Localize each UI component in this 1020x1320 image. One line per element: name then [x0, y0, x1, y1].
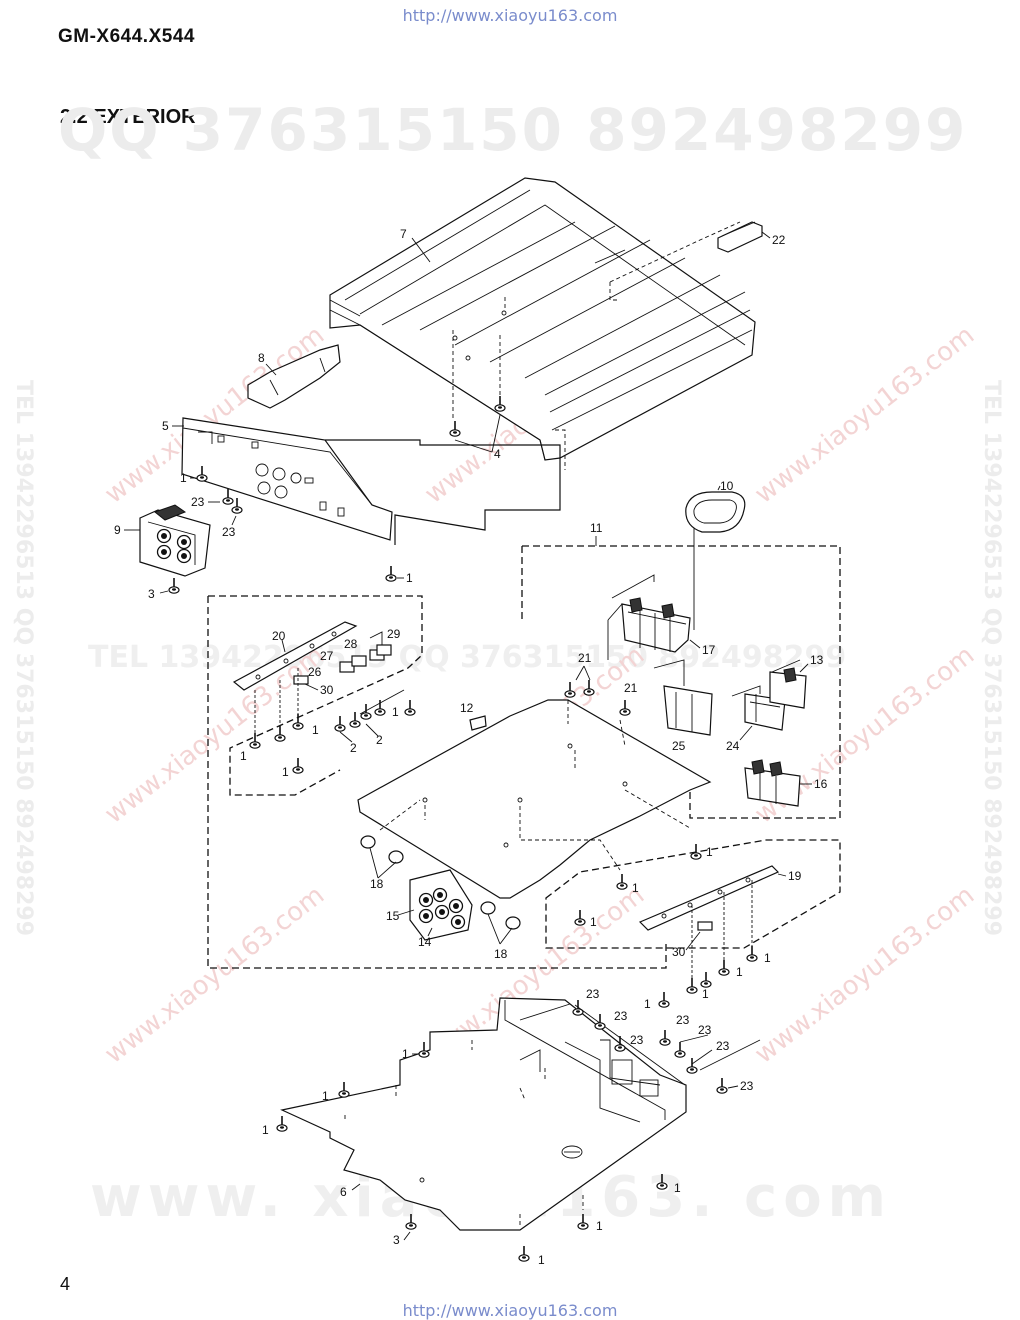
part-20-bracket	[232, 621, 358, 691]
part-22-badge	[717, 221, 763, 253]
callout-17: 17	[702, 643, 716, 657]
callout-1m: 1	[644, 997, 651, 1011]
callout-1n: 1	[402, 1047, 409, 1061]
callout-12: 12	[460, 701, 474, 715]
callout-1k: 1	[736, 965, 743, 979]
callout-18a: 18	[370, 877, 384, 891]
callout-5: 5	[162, 419, 169, 433]
callout-30b: 30	[672, 945, 686, 959]
page-number: 4	[60, 1274, 71, 1294]
callout-18b: 18	[494, 947, 508, 961]
part-10-ring	[685, 491, 746, 533]
callout-4: 4	[494, 447, 501, 461]
callout-30a: 30	[320, 683, 334, 697]
callout-25: 25	[672, 739, 686, 753]
callout-1j: 1	[764, 951, 771, 965]
callout-1d: 1	[312, 723, 319, 737]
callout-14: 14	[418, 935, 432, 949]
callout-27: 27	[320, 649, 334, 663]
callout-1q: 1	[674, 1181, 681, 1195]
callout-3a: 3	[148, 587, 155, 601]
callout-1l: 1	[702, 987, 709, 1001]
callout-21a: 21	[578, 651, 592, 665]
callout-19: 19	[788, 869, 802, 883]
part-5-front-panel	[181, 417, 393, 541]
part-19-bracket	[638, 865, 780, 931]
source-url-top[interactable]: http://www.xiaoyu163.com	[402, 6, 618, 25]
callout-16: 16	[814, 777, 828, 791]
callout-1i: 1	[590, 915, 597, 929]
callout-2b: 2	[376, 733, 383, 747]
callout-29: 29	[387, 627, 401, 641]
part-25-bracket	[653, 659, 713, 736]
callout-1g: 1	[706, 845, 713, 859]
callout-1c: 1	[240, 749, 247, 763]
callout-1e: 1	[282, 765, 289, 779]
top-cover-heatsink	[329, 177, 756, 470]
callout-3b: 3	[393, 1233, 400, 1247]
callout-13: 13	[810, 653, 824, 667]
callout-1f: 1	[392, 705, 399, 719]
callout-23h: 23	[716, 1039, 730, 1053]
callout-10: 10	[720, 479, 734, 493]
part-8-end-cap	[247, 344, 341, 409]
callout-23a: 23	[191, 495, 205, 509]
callout-23d: 23	[614, 1009, 628, 1023]
callout-23c: 23	[586, 987, 600, 1001]
callout-9: 9	[114, 523, 121, 537]
callout-22: 22	[772, 233, 786, 247]
callout-15: 15	[386, 909, 400, 923]
callout-26: 26	[308, 665, 322, 679]
main-pcb	[357, 689, 712, 899]
callout-11: 11	[590, 521, 603, 535]
source-url-bottom[interactable]: http://www.xiaoyu163.com	[402, 1301, 618, 1320]
parts-18-knobs	[360, 835, 521, 930]
callout-28: 28	[344, 637, 358, 651]
watermark-tel-middle: TEL 13942296513 QQ 376315150 892498299	[88, 640, 847, 675]
callout-23i: 23	[740, 1079, 754, 1093]
callout-20: 20	[272, 629, 286, 643]
callout-1s: 1	[538, 1253, 545, 1267]
parts-14-15-rca-jacks	[409, 869, 473, 941]
callout-1b: 1	[406, 571, 413, 585]
part-16-terminal-block	[744, 759, 801, 807]
callout-23f: 23	[676, 1013, 690, 1027]
callout-1p: 1	[262, 1123, 269, 1137]
callout-1h: 1	[632, 881, 639, 895]
watermark-qq: QQ 376315150 892498299	[58, 96, 968, 164]
callout-7: 7	[400, 227, 407, 241]
callout-6: 6	[340, 1185, 347, 1199]
parts-26-29-connectors	[293, 631, 392, 685]
callout-8: 8	[258, 351, 265, 365]
part-17-terminal-block	[607, 597, 691, 660]
section-title: 2.2 EXTERIOR	[60, 106, 196, 128]
part-6-bottom-chassis	[280, 997, 687, 1231]
callout-23g: 23	[698, 1023, 712, 1037]
callout-24: 24	[726, 739, 740, 753]
callout-23b: 23	[222, 525, 236, 539]
part-9-terminal-cover	[139, 504, 211, 577]
part-24-13-terminals	[731, 659, 807, 731]
callout-1a: 1	[180, 471, 187, 485]
callout-23e: 23	[630, 1033, 644, 1047]
model-number: GM-X644.X544	[58, 26, 195, 47]
callout-2a: 2	[350, 741, 357, 755]
callout-1r: 1	[596, 1219, 603, 1233]
callout-21b: 21	[624, 681, 638, 695]
callout-1o: 1	[322, 1089, 329, 1103]
